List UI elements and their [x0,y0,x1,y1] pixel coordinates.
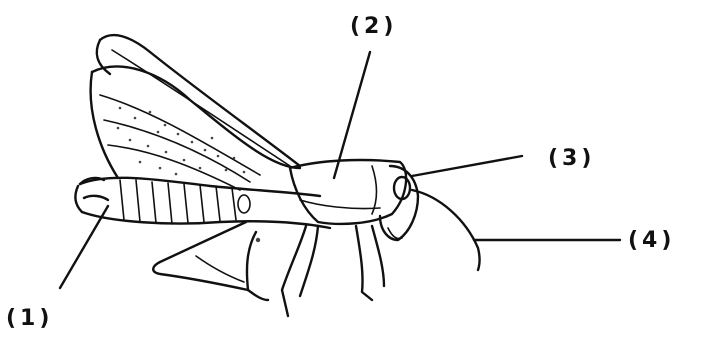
spiracle-oval [238,195,250,213]
label-2: (2) [350,14,397,39]
antenna [412,190,480,270]
leader-line-3 [412,156,522,176]
label-3: (3) [548,146,595,171]
middle-leg [282,226,318,316]
forewing [97,35,300,166]
label-4: (4) [628,228,675,253]
hind-wing [91,67,300,190]
hind-leg [153,222,268,300]
label-1: (1) [6,306,53,331]
leader-line-1 [60,206,108,288]
thorax [290,160,406,224]
wing-stipple [117,107,246,176]
abdomen [75,178,330,228]
front-leg [356,226,384,300]
leader-lines [60,52,620,288]
